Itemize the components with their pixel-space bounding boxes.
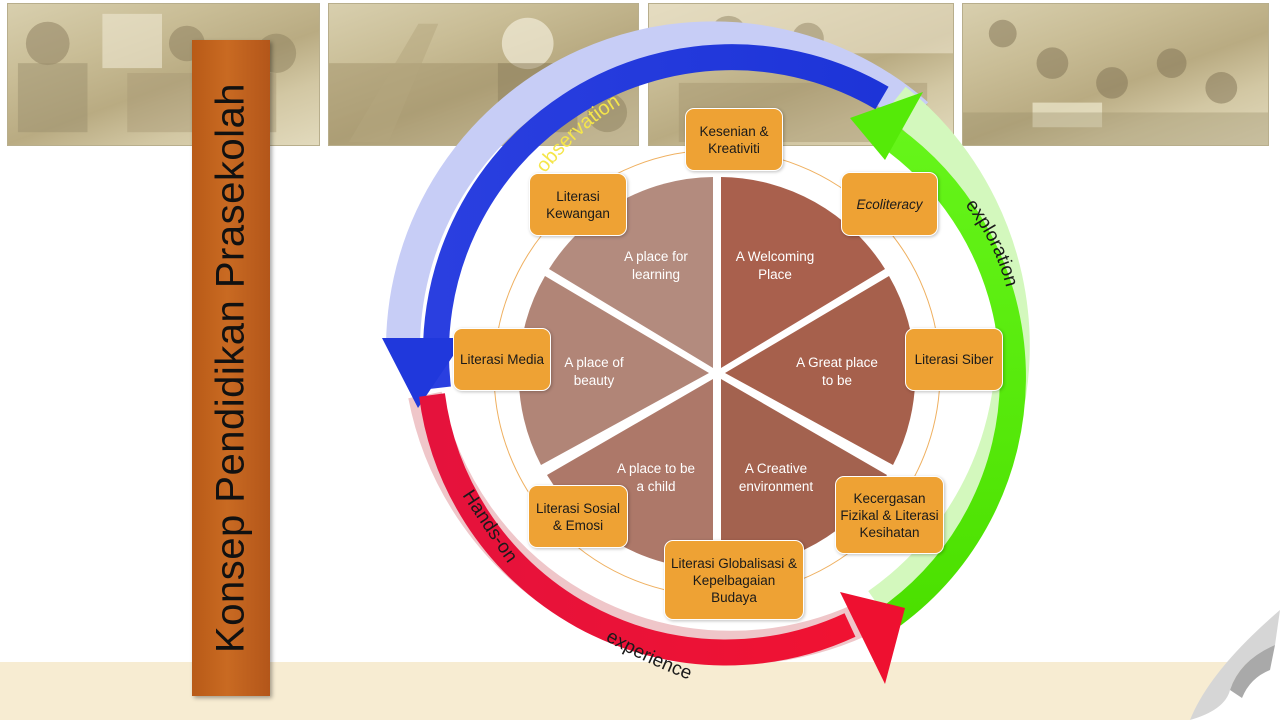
segment-beauty — [518, 276, 709, 465]
box-kesenian-kreativiti: Kesenian & Kreativiti — [685, 108, 783, 171]
box-literasi-media: Literasi Media — [453, 328, 551, 391]
segment-great — [725, 276, 916, 465]
arrow-red-experience — [419, 393, 856, 666]
box-literasi-siber: Literasi Siber — [905, 328, 1003, 391]
box-kecergasan: Kecergasan Fizikal & Literasi Kesihatan — [835, 476, 944, 554]
page-curl-decoration — [1190, 600, 1280, 720]
arrow-blue-observation — [423, 44, 889, 390]
box-literasi-sosial: Literasi Sosial & Emosi — [528, 485, 628, 548]
box-ecoliteracy: Ecoliteracy — [841, 172, 938, 236]
arrow-green-exploration — [872, 119, 1026, 626]
box-literasi-kewangan: Literasi Kewangan — [529, 173, 627, 236]
title-bar — [192, 40, 270, 696]
box-literasi-globalisasi: Literasi Globalisasi & Kepelbagaian Buda… — [664, 540, 804, 620]
arrow-red-head — [840, 592, 905, 684]
arrow-green-head — [850, 92, 923, 160]
photo-class-group — [962, 3, 1269, 146]
arrow-blue-head — [382, 338, 465, 408]
